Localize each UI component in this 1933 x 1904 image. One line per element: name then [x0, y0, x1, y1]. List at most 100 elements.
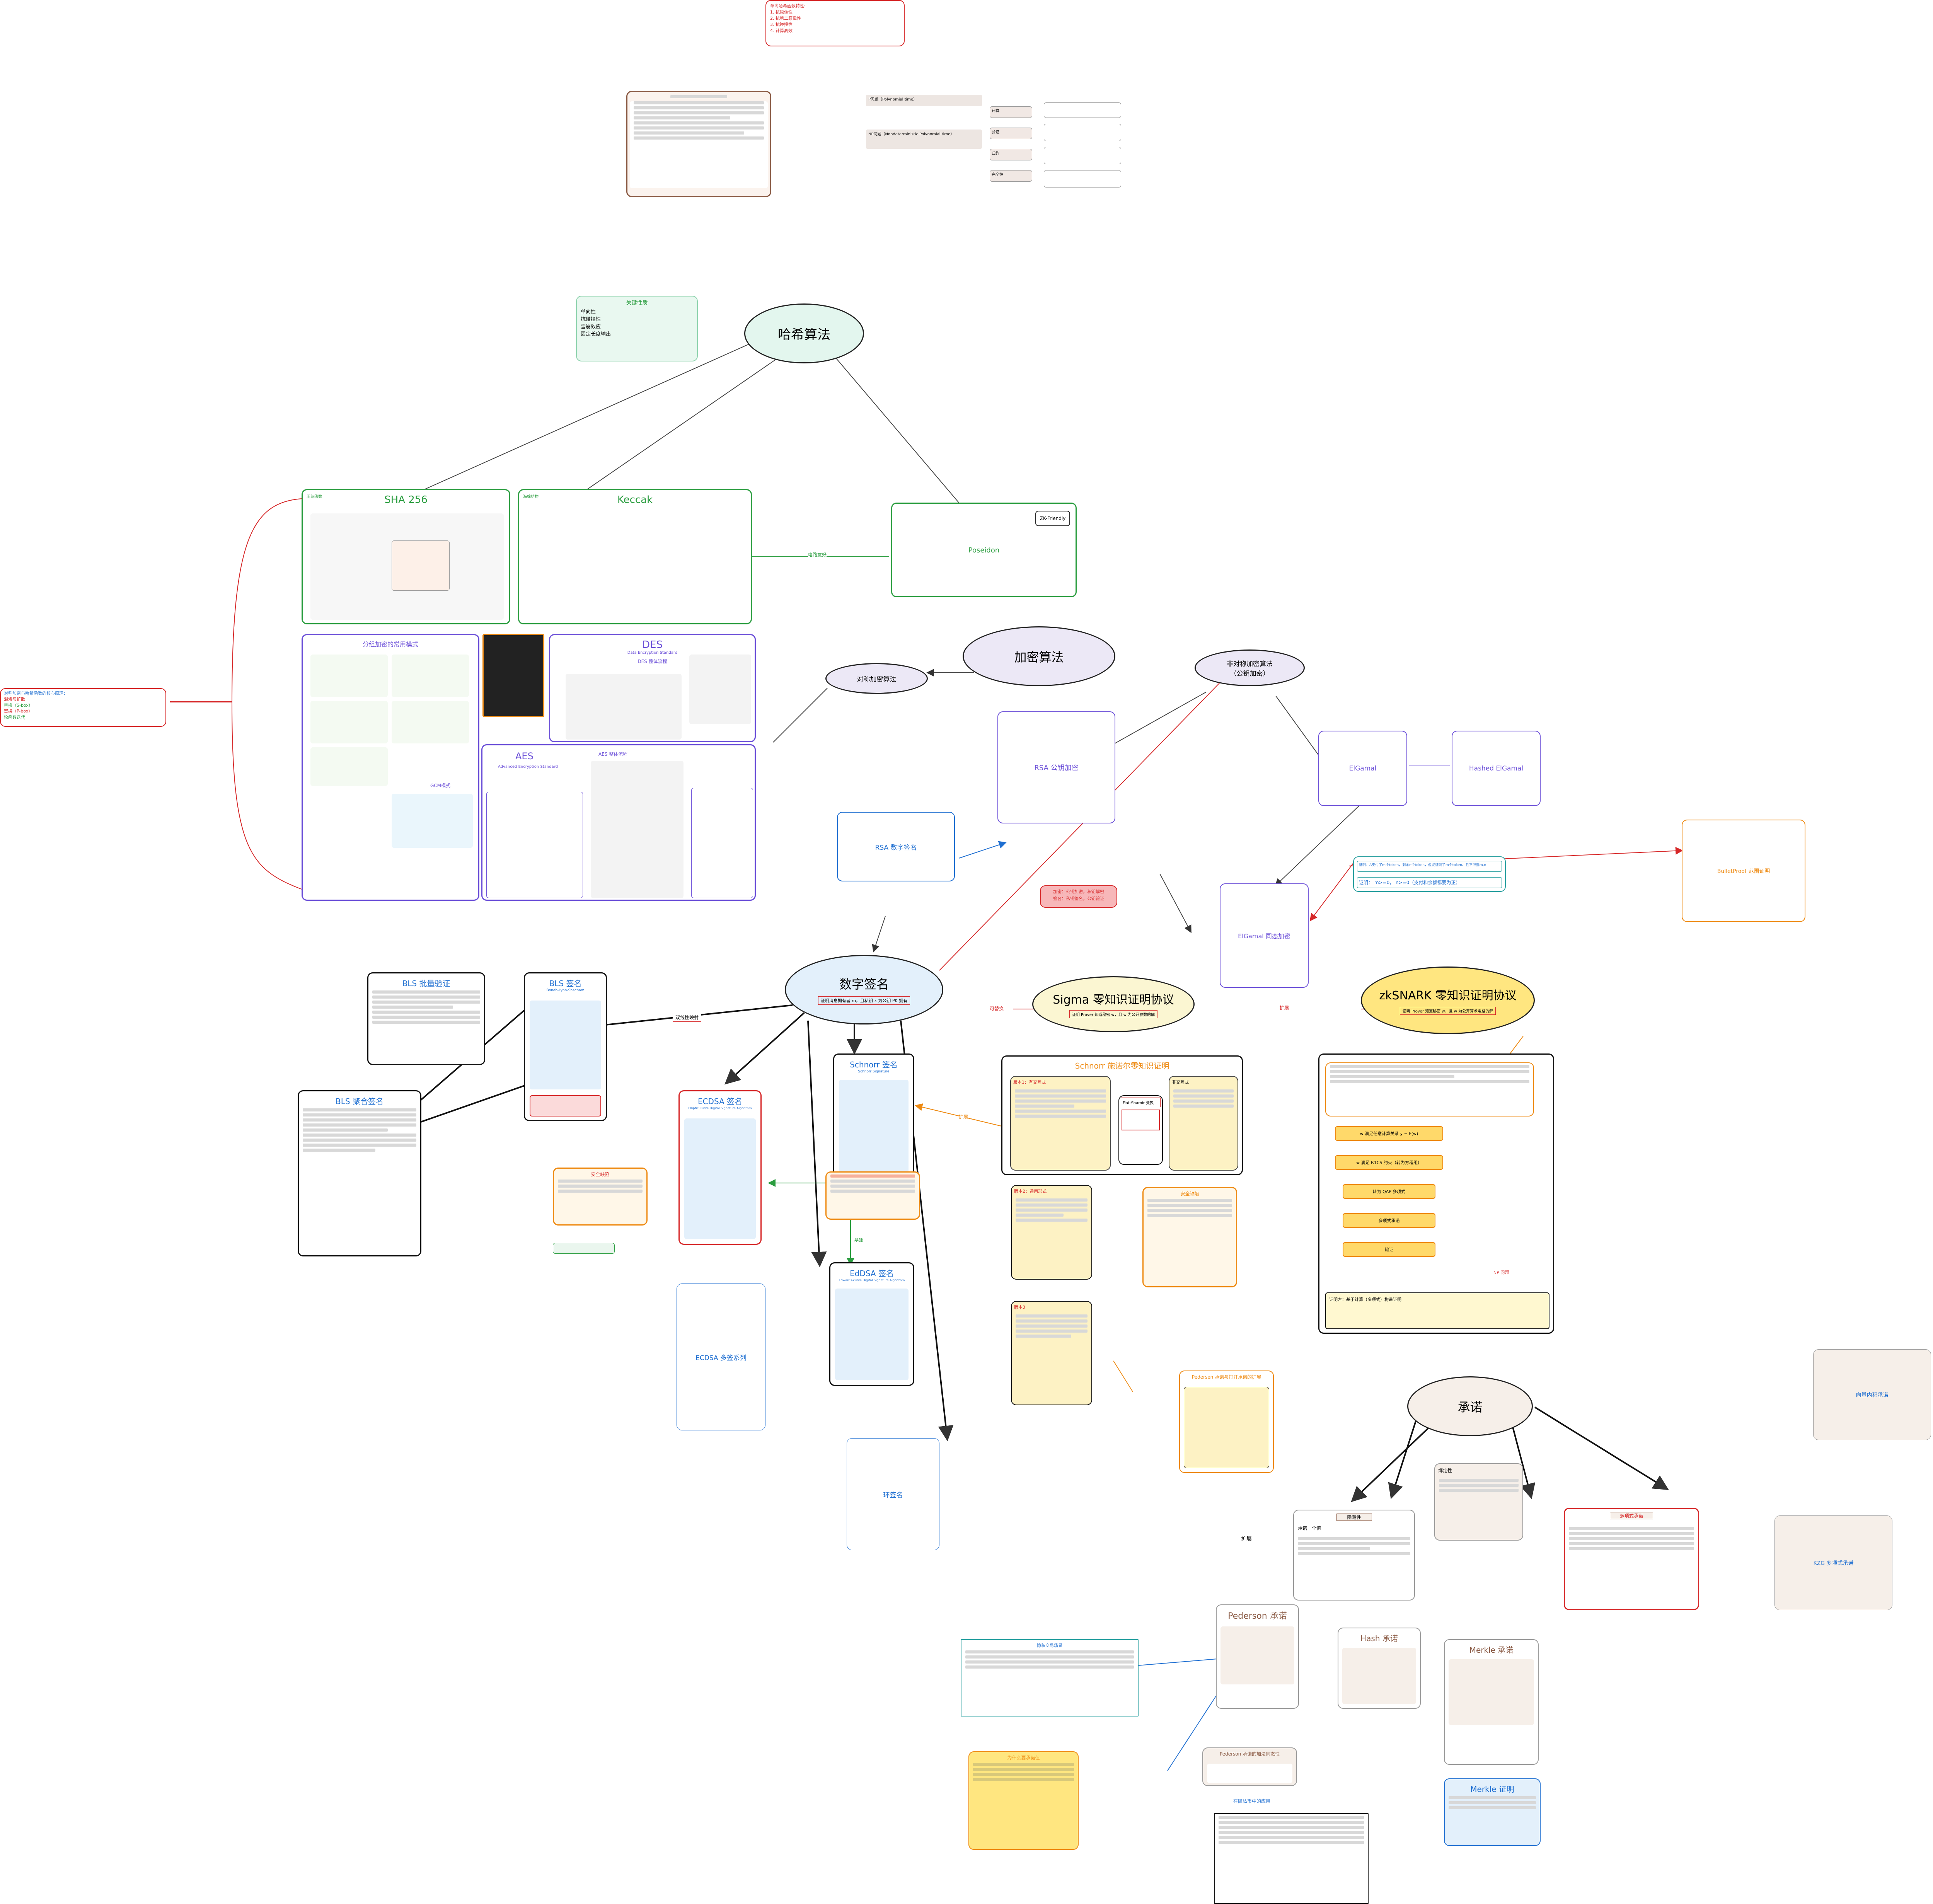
panel-title: AES	[515, 751, 534, 762]
pedersen-extension-box: Pedersen 承诺与打开承诺的扩展	[1179, 1370, 1274, 1473]
text-line	[1449, 1806, 1536, 1809]
keccak-panel[interactable]: Keccak 海绵结构	[518, 489, 752, 624]
zk-intro-box	[1325, 1062, 1534, 1116]
eddsa-panel[interactable]: EdDSA 签名 Edwards-curve Digital Signature…	[829, 1262, 914, 1386]
des-panel[interactable]: DES Data Encryption Standard DES 整体流程	[549, 634, 756, 742]
text-line	[1569, 1532, 1694, 1535]
merkle-commitment-panel[interactable]: Merkle 承诺	[1444, 1639, 1539, 1765]
schnorr-signature-panel[interactable]: Schnorr 签名 Schnorr Signature	[833, 1053, 914, 1183]
security-warning-box: 安全缺陷	[553, 1168, 648, 1226]
asymmetric-node[interactable]: 非对称加密算法 （公钥加密）	[1195, 649, 1305, 686]
edge-label-bilinear: 双线性映射	[673, 1013, 701, 1022]
text-line	[372, 1001, 480, 1004]
text-line	[1015, 1110, 1106, 1113]
node-title: 承诺	[1457, 1398, 1482, 1415]
box-title: 安全缺陷	[1144, 1190, 1236, 1197]
vector-inner-product-box[interactable]: 向量内积承诺	[1813, 1349, 1931, 1440]
sigma-protocol-node[interactable]: Sigma 零知识证明协议 证明 Prover 知道秘密 w，且 w 为公开参数…	[1032, 976, 1195, 1032]
hash-commitment-panel[interactable]: Hash 承诺	[1338, 1628, 1421, 1709]
panel-subtitle: Advanced Encryption Standard	[498, 765, 558, 769]
bls-warning	[530, 1095, 601, 1116]
mode-diagram-cbc	[392, 655, 469, 697]
bls-signature-panel[interactable]: BLS 签名 Boneh-Lynn-Shacham	[524, 972, 607, 1121]
p-np-panel: P问题（Polynomial time） NP问题（Nondeterminist…	[866, 93, 1137, 197]
polynomial-commitment-panel[interactable]: 多项式承诺	[1564, 1508, 1699, 1610]
edge-label-extend: 扩展	[1280, 1004, 1289, 1011]
panel-subtitle: Schnorr Signature	[834, 1070, 913, 1074]
text-line	[303, 1134, 416, 1137]
text-line	[303, 1149, 375, 1152]
text-line	[558, 1180, 643, 1183]
bulletproof-box[interactable]: BulletProof 范围证明	[1682, 820, 1805, 922]
proof-version-1: 版本1：有交互式	[1010, 1076, 1111, 1171]
box-title: ElGamal 同态加密	[1238, 931, 1290, 940]
text-line	[965, 1665, 1134, 1669]
poseidon-panel[interactable]: Poseidon ZK-Friendly	[891, 503, 1077, 597]
panel-title: 分组加密的常用模式	[303, 639, 478, 648]
text-line	[1016, 1324, 1088, 1328]
ecdsa-multisig-box[interactable]: ECDSA 多签系列	[677, 1284, 765, 1430]
node-title: 非对称加密算法	[1227, 658, 1273, 668]
encryption-algorithm-node[interactable]: 加密算法	[963, 626, 1115, 686]
kzg-box[interactable]: KZG 多项式承诺	[1774, 1515, 1892, 1610]
panel-title: Keccak	[519, 494, 751, 506]
edge-label-privacy: 在隐私币中的应用	[1233, 1798, 1270, 1804]
ecdsa-panel[interactable]: ECDSA 签名 Elliptic Curve Digital Signatur…	[678, 1090, 762, 1245]
rsa-encryption-box[interactable]: RSA 公钥加密	[997, 711, 1115, 823]
text-line	[1219, 1821, 1364, 1824]
box-title: Fiat-Shamir 变换	[1121, 1098, 1161, 1107]
aes-flow-diagram	[591, 761, 684, 898]
box-label: 绑定性	[1435, 1464, 1522, 1477]
panel-title: SHA 256	[303, 494, 509, 506]
text-line	[1016, 1203, 1088, 1207]
sha256-panel[interactable]: SHA 256 压缩函数	[302, 489, 510, 624]
elgamal-box[interactable]: ElGamal	[1318, 731, 1407, 806]
hash-algorithm-node[interactable]: 哈希算法	[744, 303, 864, 363]
zk-step: w 满足 R1CS 约束（转为方程组）	[1335, 1155, 1443, 1170]
np-detail	[1044, 124, 1121, 141]
zk-summary: 证明方：基于计算（多项式）构造证明	[1325, 1292, 1549, 1329]
gcm-label: GCM模式	[430, 782, 450, 789]
modes-notes	[307, 852, 477, 898]
zksnark-pipeline-panel[interactable]: w 满足任意计算关系 y = F(w) w 满足 R1CS 约束（转为方程组） …	[1318, 1053, 1554, 1334]
np-branch: 计算	[990, 106, 1032, 118]
block-cipher-modes-panel[interactable]: 分组加密的常用模式 GCM模式	[302, 634, 479, 901]
pedersen-commitment-panel[interactable]: Pederson 承诺	[1216, 1604, 1299, 1709]
symmetric-node[interactable]: 对称加密算法	[825, 663, 928, 694]
text-line	[973, 1763, 1074, 1766]
aes-panel[interactable]: AES Advanced Encryption Standard AES 整体流…	[481, 744, 756, 901]
hashed-elgamal-box[interactable]: Hashed ElGamal	[1452, 731, 1541, 806]
node-subtitle: 证明消息拥有者 m，且私钥 x 为公钥 PK 拥有	[818, 996, 910, 1005]
text-line	[634, 106, 764, 109]
text-line	[1449, 1796, 1536, 1799]
digital-signature-node[interactable]: 数字签名 证明消息拥有者 m，且私钥 x 为公钥 PK 拥有	[785, 955, 943, 1024]
commitment-node[interactable]: 承诺	[1407, 1376, 1533, 1436]
text-line	[1173, 1099, 1234, 1103]
text-line	[303, 1123, 416, 1127]
why-commit-box: 为什么要承诺值	[968, 1751, 1079, 1850]
poseidon-link-label: 电路友好	[808, 551, 827, 558]
elgamal-homomorphic-box[interactable]: ElGamal 同态加密	[1220, 883, 1309, 988]
bls-batch-verification-panel[interactable]: BLS 批量验证	[367, 972, 485, 1065]
panel-tag: 海绵结构	[523, 493, 539, 499]
schnorr-zk-proof-panel[interactable]: Schnorr 施诺尔零知识证明 版本1：有交互式 Fiat-Shamir 变换…	[1001, 1055, 1243, 1175]
zksnark-node[interactable]: zkSNARK 零知识证明协议 证明 Prover 知道秘密 w，且 w 为公开…	[1361, 966, 1535, 1034]
merkle-proof-panel[interactable]: Merkle 证明	[1444, 1778, 1541, 1846]
commitment-scheme-panel[interactable]: 隐藏性 承诺一个值	[1293, 1510, 1415, 1601]
bls-aggregate-panel[interactable]: BLS 聚合签名	[298, 1090, 421, 1256]
aes-round-box	[486, 792, 583, 898]
note-line: 置换（P-box）	[4, 708, 162, 714]
text-line	[372, 990, 480, 994]
text-line	[1016, 1335, 1071, 1338]
eddsa-content	[835, 1289, 909, 1380]
text-line	[372, 1006, 453, 1009]
box-title: 为什么要承诺值	[969, 1754, 1078, 1761]
text-line	[1219, 1841, 1364, 1844]
rsa-signature-box[interactable]: RSA 数字签名	[837, 812, 955, 881]
text-line	[372, 1016, 480, 1019]
ring-signature-box[interactable]: 环签名	[847, 1438, 939, 1550]
box-title: 环签名	[883, 1490, 903, 1499]
text-line	[634, 131, 744, 135]
box-title: RSA 公钥加密	[1034, 762, 1078, 772]
